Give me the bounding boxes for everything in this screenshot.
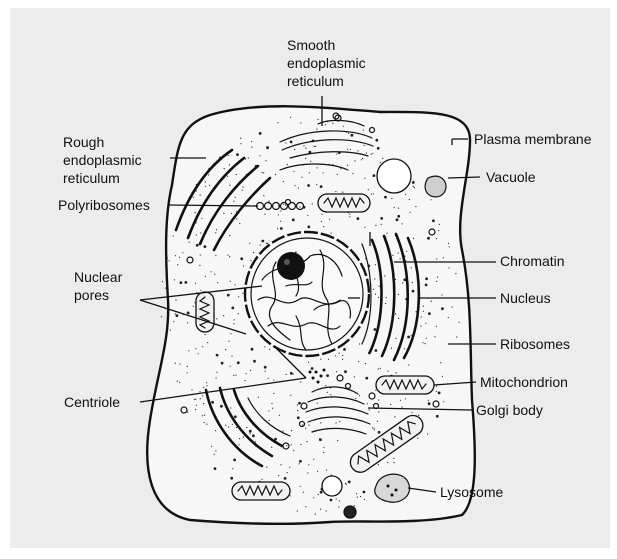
- label-mitochondrion: Mitochondrion: [480, 374, 568, 390]
- label-nucleus: Nucleus: [500, 290, 551, 306]
- label-lysosome: Lysosome: [440, 484, 504, 500]
- label-rough-er-1: Rough: [63, 134, 104, 150]
- vacuole-bud: [425, 176, 446, 197]
- mitochondrion-left: [196, 292, 214, 332]
- mitochondrion-top: [318, 194, 370, 212]
- label-nuclear-pores-2: pores: [74, 287, 109, 303]
- label-golgi-body: Golgi body: [476, 402, 543, 418]
- label-vacuole: Vacuole: [486, 169, 536, 185]
- label-smooth-er-1: Smooth: [287, 37, 335, 53]
- mitochondrion-right: [376, 376, 434, 394]
- label-smooth-er-3: reticulum: [287, 73, 344, 89]
- label-centriole: Centriole: [64, 394, 120, 410]
- label-plasma-membrane: Plasma membrane: [474, 131, 592, 147]
- vacuole: [377, 159, 411, 193]
- mitochondrion-bottom: [232, 482, 290, 500]
- label-polyribosomes: Polyribosomes: [58, 197, 150, 213]
- label-smooth-er-2: endoplasmic: [287, 55, 366, 71]
- label-ribosomes: Ribosomes: [500, 336, 570, 352]
- label-rough-er-3: reticulum: [63, 170, 120, 186]
- nucleolus: [277, 252, 305, 280]
- dark-vesicle: [344, 506, 356, 518]
- label-rough-er-2: endoplasmic: [63, 152, 142, 168]
- nucleus: [245, 232, 369, 356]
- label-nuclear-pores-1: Nuclear: [74, 269, 123, 285]
- vesicle: [322, 476, 342, 496]
- label-chromatin: Chromatin: [500, 253, 565, 269]
